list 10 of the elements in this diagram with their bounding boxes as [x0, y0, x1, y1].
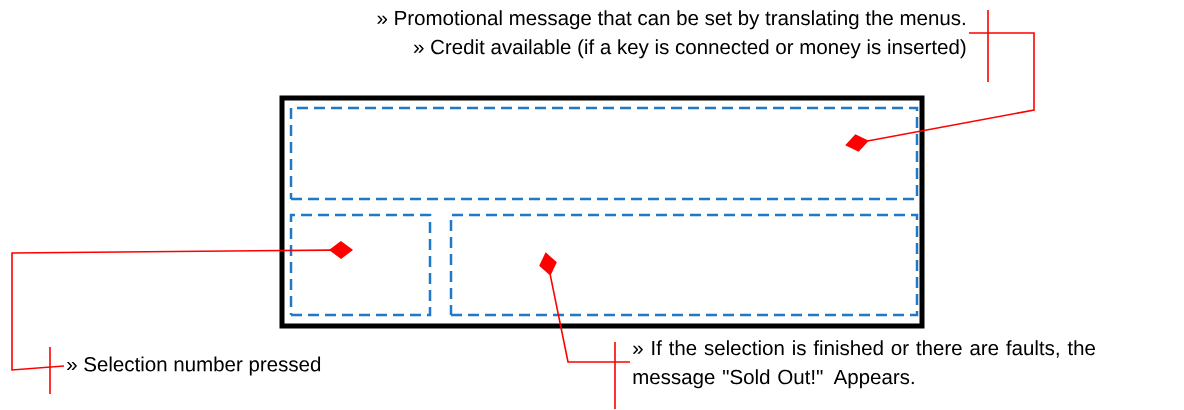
callout-text: » If the selection is finished or there are faults, the message "Sold Out!" Appears.: [633, 340, 1095, 389]
display-area: [289, 106, 919, 201]
display-area: [449, 213, 919, 317]
leader-line: [11, 241, 353, 371]
leader-line: [539, 252, 631, 363]
callout-text: » Selection number pressed: [67, 356, 321, 376]
leader-line: [845, 32, 1035, 152]
display-frame: [279, 95, 925, 329]
callout-text: » Promotional message that can be set by translating the menus. » Credit available (if a key is connected or money is inserted): [377, 10, 966, 59]
display-area: [289, 213, 432, 317]
